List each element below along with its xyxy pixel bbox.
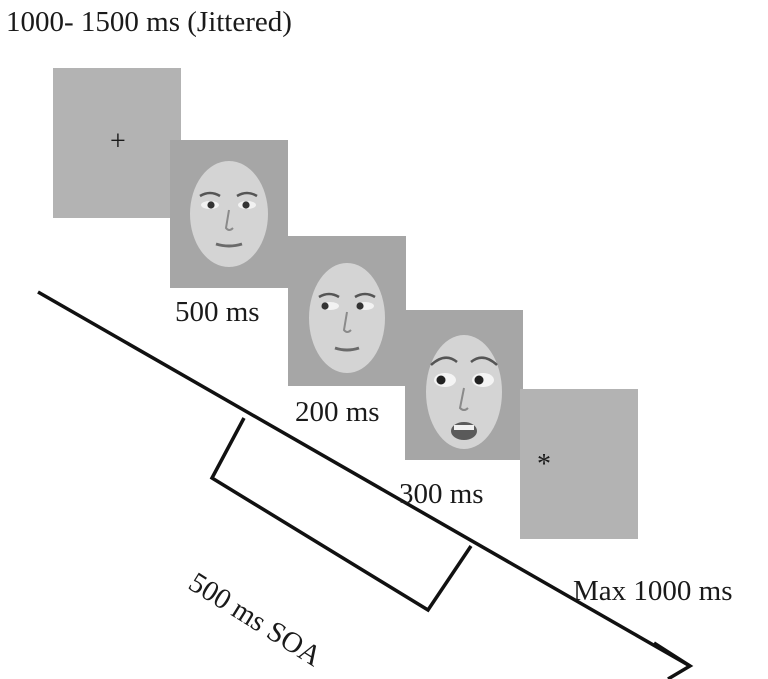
- neutral-face-image: [190, 161, 268, 267]
- response-window-label: Max 1000 ms: [573, 575, 733, 607]
- target-panel: *: [520, 389, 638, 539]
- emotion-duration-label: 300 ms: [399, 478, 484, 510]
- fixation-cross: +: [110, 126, 126, 157]
- neutral-face-panel: [170, 140, 288, 288]
- gaze-face-image: [309, 263, 385, 373]
- fixation-duration-label: 1000- 1500 ms (Jittered): [6, 6, 292, 38]
- target-asterisk: *: [537, 449, 551, 480]
- gaze-face-panel: [288, 236, 406, 386]
- fixation-panel: +: [53, 68, 181, 218]
- neutral-duration-label: 500 ms: [175, 296, 260, 328]
- soa-bracket: [209, 417, 473, 613]
- fearful-face-image: [426, 335, 502, 449]
- gaze-duration-label: 200 ms: [295, 396, 380, 428]
- timeline-arrow-line: [37, 290, 691, 668]
- emotion-face-panel: [405, 310, 523, 460]
- timeline-arrowhead: [653, 641, 694, 679]
